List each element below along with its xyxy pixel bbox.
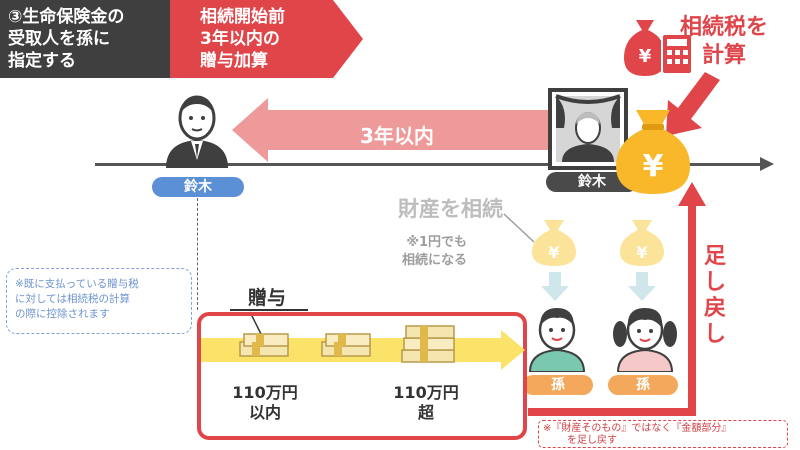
tax-line-2: 計算 bbox=[702, 43, 747, 68]
grandfather-left-tag: 鈴木 bbox=[152, 177, 244, 197]
money-stack-icon bbox=[401, 325, 455, 363]
rule-header: 相続開始前 3年以内の 贈与加算 bbox=[158, 0, 363, 78]
svg-text:¥: ¥ bbox=[636, 243, 647, 262]
timeline bbox=[95, 163, 765, 166]
amount-left-value: 110万円 bbox=[232, 383, 298, 402]
grandchild-boy-icon bbox=[528, 308, 586, 372]
add-back-label: 足し戻し bbox=[703, 244, 726, 347]
tax-line-1: 相続税を bbox=[680, 15, 769, 40]
person-icon bbox=[166, 95, 228, 168]
gift-box bbox=[197, 312, 527, 440]
paid-note-line-1: ※既に支払っている贈与税 bbox=[15, 278, 139, 290]
rule-line-3: 贈与加算 bbox=[200, 51, 268, 71]
add-back-note-line-2: を足し戻す bbox=[567, 435, 617, 446]
timeline-arrowhead bbox=[760, 157, 774, 171]
amount-right-value: 110万円 bbox=[393, 383, 459, 402]
tax-calc-icon: ¥ bbox=[624, 20, 693, 76]
svg-text:¥: ¥ bbox=[548, 243, 559, 262]
add-back-note: ※『財産そのもの』ではなく『金額部分』 を足し戻す bbox=[538, 420, 788, 448]
svg-text:¥: ¥ bbox=[639, 46, 652, 67]
add-back-note-line-1: ※『財産そのもの』ではなく『金額部分』 bbox=[543, 423, 732, 434]
gift-pointer-line bbox=[249, 311, 263, 337]
money-bag-icon bbox=[624, 20, 666, 76]
inherit-note: ※1円でも 相続になる bbox=[402, 234, 467, 270]
inherit-note-line-2: 相続になる bbox=[402, 253, 468, 268]
grandfather-right-tag: 鈴木 bbox=[546, 172, 638, 192]
down-arrow-2 bbox=[628, 272, 656, 301]
gift-label: 贈与 bbox=[248, 287, 287, 309]
grandchild-1-tag: 孫 bbox=[523, 375, 593, 395]
amount-left-qualifier: 以内 bbox=[248, 403, 281, 422]
three-years-label: 3年以内 bbox=[360, 124, 434, 148]
gift-underline bbox=[230, 309, 308, 311]
rule-line-1: 相続開始前 bbox=[200, 7, 285, 27]
down-arrow-1 bbox=[541, 272, 569, 301]
step-line-3: 指定する bbox=[8, 51, 76, 71]
money-bag-icon: ¥ bbox=[616, 110, 690, 194]
inherit-label: 財産を相続 bbox=[398, 197, 503, 221]
paid-note-line-3: の際に控除されます bbox=[15, 308, 110, 320]
tax-arrow bbox=[666, 72, 720, 136]
paid-tax-note: ※既に支払っている贈与税 に対しては相続税の計算 の際に控除されます bbox=[6, 268, 192, 334]
inherit-note-line-1: ※1円でも bbox=[406, 235, 468, 250]
three-years-arrow bbox=[232, 98, 550, 162]
portrait-frame-icon bbox=[548, 88, 628, 170]
step-line-1: ③生命保険金の bbox=[8, 7, 125, 27]
inherit-pointer-line bbox=[503, 213, 535, 243]
amount-right-qualifier: 超 bbox=[417, 403, 434, 422]
add-back-arrow bbox=[528, 182, 706, 416]
svg-text:¥: ¥ bbox=[643, 149, 664, 184]
small-money-bag-1: ¥ bbox=[532, 220, 576, 266]
step-line-2: 受取人を孫に bbox=[8, 29, 110, 49]
money-stack-icon bbox=[239, 333, 289, 357]
grandfather-dashed-line bbox=[197, 198, 198, 310]
small-money-bag-2: ¥ bbox=[620, 220, 664, 266]
tax-calc-label: 相続税を 計算 bbox=[680, 14, 768, 70]
paid-note-line-2: に対しては相続税の計算 bbox=[15, 293, 130, 305]
grandchild-2-tag: 孫 bbox=[608, 375, 678, 395]
money-stack-icon bbox=[321, 333, 371, 357]
rule-line-2: 3年以内の bbox=[200, 29, 280, 49]
grandchild-girl-icon bbox=[613, 308, 677, 372]
amount-left: 110万円 以内 bbox=[222, 383, 308, 423]
step-header: ③生命保険金の 受取人を孫に 指定する bbox=[0, 0, 170, 78]
amount-right: 110万円 超 bbox=[383, 383, 469, 423]
